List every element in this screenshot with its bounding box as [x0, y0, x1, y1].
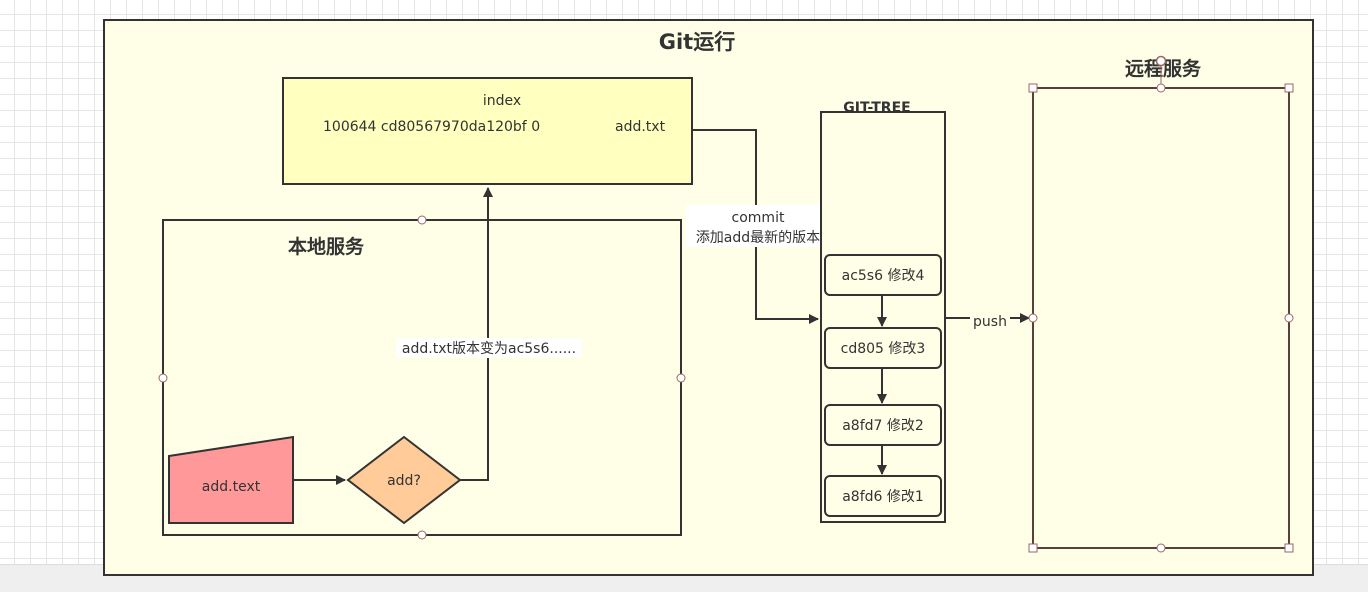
resize-handle[interactable] — [1156, 83, 1166, 93]
selection-handle[interactable] — [676, 373, 686, 383]
commit-node-label: a8fd6 修改1 — [842, 489, 924, 505]
resize-handle[interactable] — [1028, 313, 1038, 323]
version-change-label-bg — [396, 338, 582, 358]
resize-handle[interactable] — [1284, 543, 1294, 553]
resize-handle[interactable] — [1156, 543, 1166, 553]
rotate-handle[interactable] — [1155, 55, 1167, 67]
decision-node-label: add? — [387, 473, 421, 489]
resize-handle[interactable] — [1284, 83, 1294, 93]
local-service-title: 本地服务 — [288, 235, 365, 258]
commit-node[interactable]: a8fd7 修改2 — [824, 404, 942, 446]
arrow-decision-to-index[interactable] — [460, 187, 493, 481]
diagram-title: Git运行 — [659, 30, 735, 54]
resize-handle[interactable] — [1028, 543, 1038, 553]
decision-node-shape[interactable] — [346, 435, 462, 525]
index-heading: index — [483, 93, 521, 109]
commit-node-label: cd805 修改3 — [841, 341, 926, 357]
selection-handle[interactable] — [158, 373, 168, 383]
commit-node[interactable]: ac5s6 修改4 — [824, 254, 942, 296]
commit-label-line2: 添加add最新的版本 — [696, 230, 820, 246]
commit-node-shape[interactable] — [824, 475, 942, 517]
commit-node-label: ac5s6 修改4 — [842, 268, 925, 284]
remote-service-title: 远程服务 — [1125, 57, 1202, 80]
file-node-shape[interactable] — [168, 435, 294, 524]
commit-node[interactable]: a8fd6 修改1 — [824, 475, 942, 517]
version-change-label: add.txt版本变为ac5s6...... — [402, 341, 576, 357]
commit-node-label: a8fd7 修改2 — [842, 418, 924, 434]
selection-handle[interactable] — [417, 530, 427, 540]
push-label-bg — [970, 311, 1010, 329]
git-tree-title: GIT-TREE — [843, 100, 910, 116]
push-label: push — [973, 314, 1007, 330]
resize-handle[interactable] — [1028, 83, 1038, 93]
index-entry-file: add.txt — [615, 119, 666, 135]
selection-handle[interactable] — [417, 215, 427, 225]
resize-handle[interactable] — [1284, 313, 1294, 323]
commit-label-bg — [686, 205, 828, 247]
remote-service-container[interactable] — [1032, 87, 1290, 549]
commit-label-line1: commit — [732, 210, 785, 226]
index-entry-mode-hash: 100644 cd80567970da120bf 0 — [323, 119, 540, 135]
commit-node[interactable]: cd805 修改3 — [824, 327, 942, 369]
file-node-label: add.text — [202, 479, 261, 495]
